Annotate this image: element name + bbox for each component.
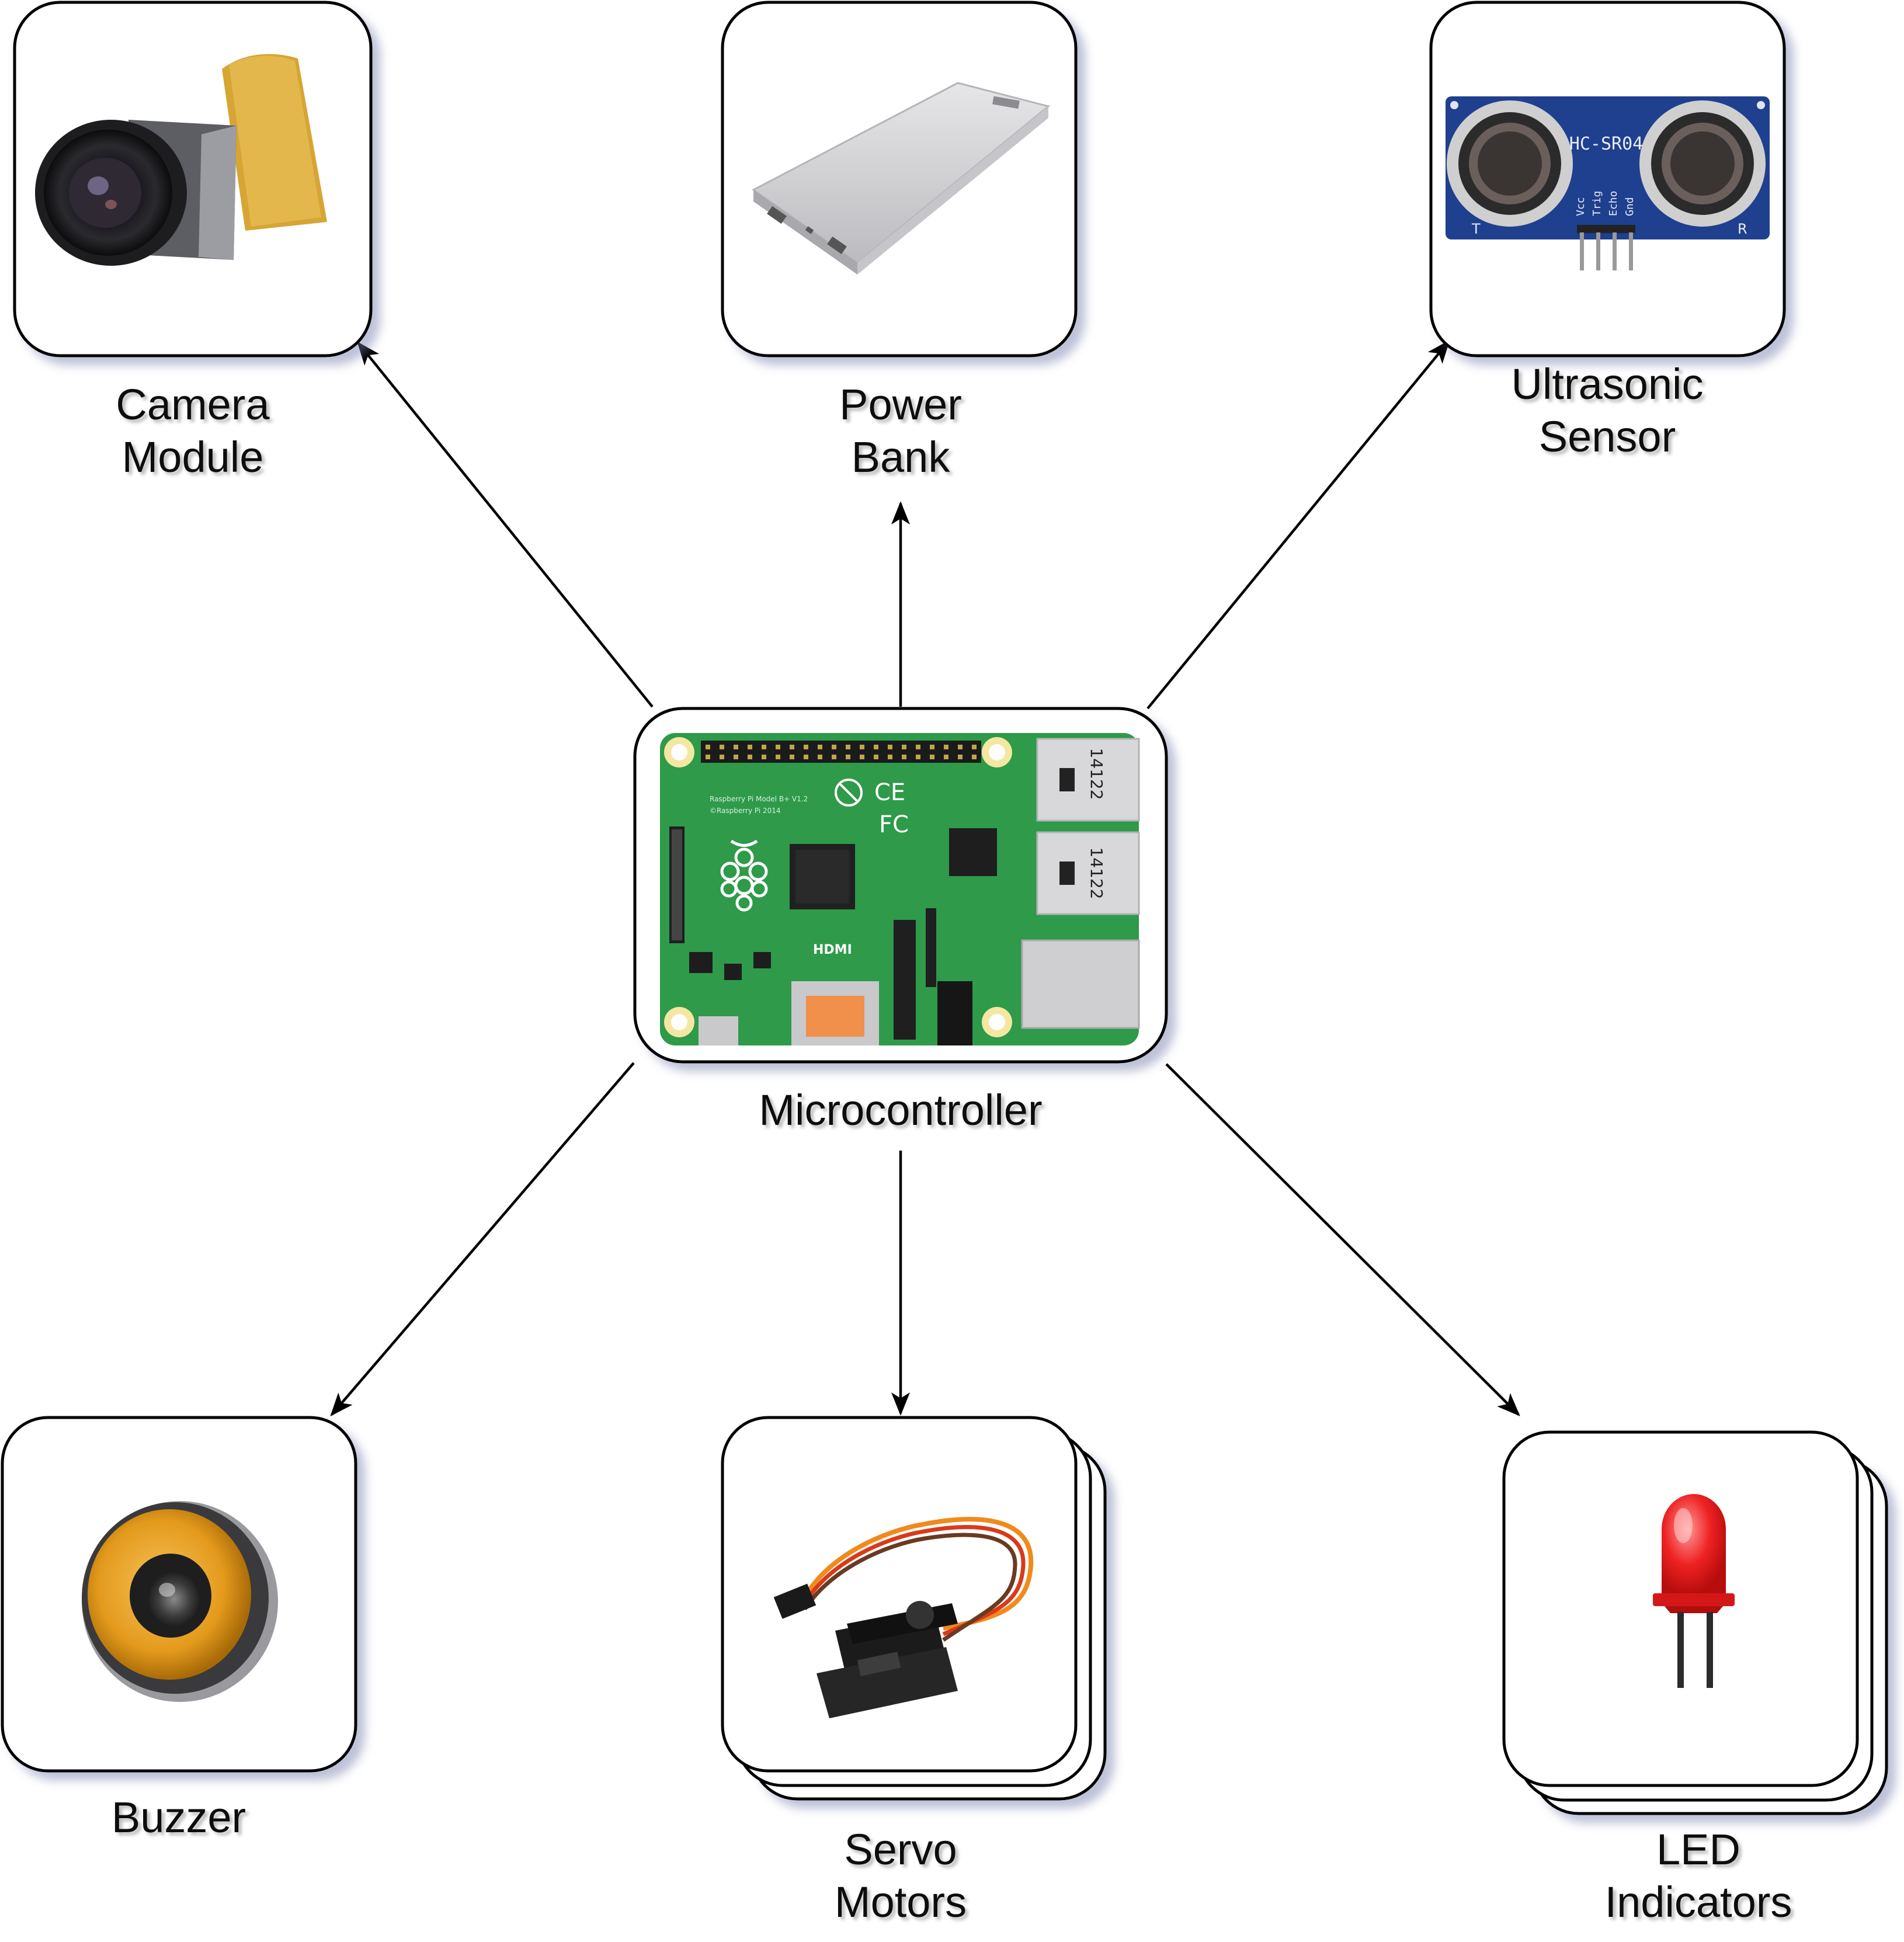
ultrasonic-chip-text: HC-SR04 [1569,134,1643,154]
pi-hdmi-text: HDMI [813,943,852,957]
edge-to-buzzer [330,1062,635,1417]
servo-box [721,1416,1078,1773]
edge-to-camera [357,341,654,708]
node-servo-motors: Servo Motors [721,1416,1107,1926]
power-label-line2: Bank [852,433,951,481]
edges [330,339,1520,1417]
node-led-indicators: LED Indicators [1502,1430,1888,1926]
ultrasonic-t-mark: T [1471,221,1481,237]
node-microcontroller: Raspberry Pi Model B+ V1.2 ©Raspberry Pi… [633,707,1168,1134]
camera-label-line2: Module [122,433,264,481]
microcontroller-label: Microcontroller [759,1086,1042,1134]
pi-model-text: Raspberry Pi Model B+ V1.2 [710,795,808,803]
led-label-line2: Indicators [1605,1878,1792,1926]
pin-label-gnd: Gnd [1624,197,1636,216]
led-icon [1653,1494,1735,1688]
pin-label-echo: Echo [1607,191,1620,216]
node-power-bank: Power Bank [721,1,1078,481]
edge-to-ultrasonic [1146,339,1450,710]
raspberry-pi-board-icon: Raspberry Pi Model B+ V1.2 ©Raspberry Pi… [660,733,1140,1045]
power-label-line1: Power [839,380,962,429]
buzzer-label: Buzzer [112,1793,246,1842]
usb-code-upper: 14122 [1087,748,1106,800]
servo-motor-icon [773,1517,1034,1718]
servo-label-line1: Servo [844,1825,957,1874]
pi-fc-mark: FC [879,811,909,838]
camera-module-icon [35,54,327,266]
node-ultrasonic-sensor: HC-SR04 Vcc Trig Echo Gnd T R Ultrasonic… [1429,1,1786,461]
ultrasonic-sensor-icon: HC-SR04 Vcc Trig Echo Gnd T R [1446,96,1770,270]
ultrasonic-label-line2: Sensor [1539,412,1676,461]
pin-label-vcc: Vcc [1575,197,1587,216]
raspberry-logo-icon [720,839,768,912]
pi-copyright-text: ©Raspberry Pi 2014 [710,807,781,815]
power-bank-icon [752,82,1051,275]
camera-label-line1: Camera [116,380,270,429]
servo-label-line2: Motors [835,1878,967,1926]
node-camera-module: Camera Module [13,1,373,481]
usb-code-lower: 14122 [1087,847,1106,899]
pi-ce-mark: CE [874,779,905,806]
ultrasonic-label-line1: Ultrasonic [1512,360,1704,408]
led-label-line1: LED [1656,1825,1740,1874]
ultrasonic-r-mark: R [1738,221,1747,237]
edge-to-led [1165,1063,1520,1416]
pin-label-trig: Trig [1591,191,1603,216]
speaker-icon [82,1501,278,1702]
node-buzzer: Buzzer [1,1416,357,1842]
